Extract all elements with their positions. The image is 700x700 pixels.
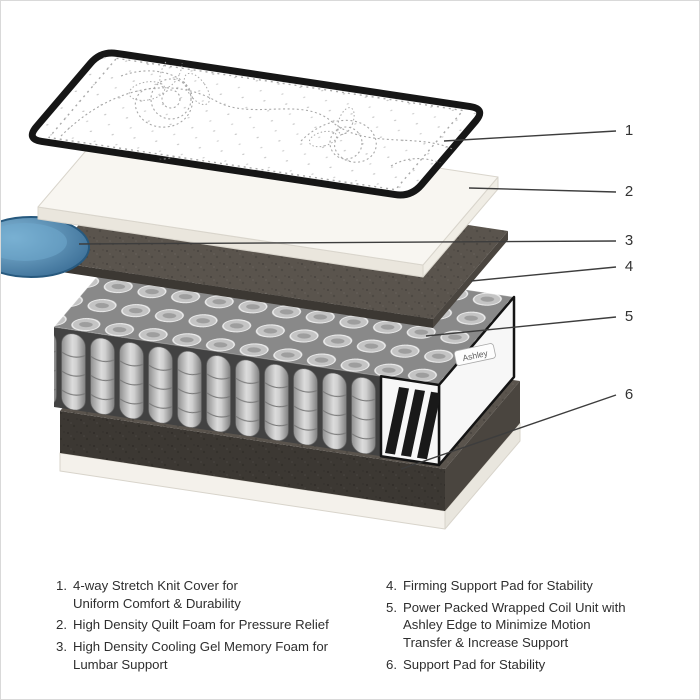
ashley-edge-tag: Ashley bbox=[453, 343, 496, 366]
legend-item-3: 3. High Density Cooling Gel Memory Foam … bbox=[56, 638, 360, 673]
legend-column-right: 4. Firming Support Pad for Stability 5. … bbox=[386, 577, 668, 677]
legend-item-1: 1. 4-way Stretch Knit Cover for Uniform … bbox=[56, 577, 360, 612]
legend-item-4: 4. Firming Support Pad for Stability bbox=[386, 577, 668, 595]
callout-number-3: 3 bbox=[624, 232, 634, 249]
callout-number-6: 6 bbox=[624, 386, 634, 403]
legend-item-2: 2. High Density Quilt Foam for Pressure … bbox=[56, 616, 360, 634]
callout-line-4 bbox=[470, 266, 617, 282]
legend-item-6: 6. Support Pad for Stability bbox=[386, 656, 668, 674]
callout-number-2: 2 bbox=[624, 183, 634, 200]
legend-item-text: Power Packed Wrapped Coil Unit with Ashl… bbox=[403, 599, 626, 651]
ashley-edge-stripes bbox=[385, 387, 439, 460]
legend-item-number: 6. bbox=[386, 656, 397, 672]
legend-item-text: 4-way Stretch Knit Cover for Uniform Com… bbox=[73, 578, 241, 611]
callout-number-5: 5 bbox=[624, 308, 634, 325]
callout-line-1 bbox=[443, 130, 617, 142]
callout-line-3 bbox=[78, 240, 617, 245]
legend-item-text: High Density Quilt Foam for Pressure Rel… bbox=[73, 617, 329, 633]
legend-item-number: 1. bbox=[56, 578, 67, 593]
feature-legend: 1. 4-way Stretch Knit Cover for Uniform … bbox=[56, 577, 668, 677]
callout-number-1: 1 bbox=[624, 122, 634, 139]
legend-item-number: 4. bbox=[386, 578, 397, 593]
legend-item-text: Support Pad for Stability bbox=[403, 656, 546, 672]
callout-number-4: 4 bbox=[624, 258, 634, 275]
legend-column-left: 1. 4-way Stretch Knit Cover for Uniform … bbox=[56, 577, 360, 677]
legend-item-number: 5. bbox=[386, 599, 397, 615]
ashley-edge-corner-piece: Ashley bbox=[379, 295, 516, 467]
legend-item-text: High Density Cooling Gel Memory Foam for… bbox=[73, 639, 329, 672]
legend-item-5: 5. Power Packed Wrapped Coil Unit with A… bbox=[386, 599, 668, 652]
legend-item-number: 3. bbox=[56, 639, 67, 655]
callout-line-5 bbox=[425, 316, 617, 337]
legend-item-text: Firming Support Pad for Stability bbox=[403, 578, 593, 593]
callout-line-2 bbox=[468, 187, 617, 193]
callout-line-6 bbox=[400, 394, 617, 470]
legend-item-number: 2. bbox=[56, 617, 67, 633]
cooling-gel-foam-layer bbox=[1, 216, 90, 278]
